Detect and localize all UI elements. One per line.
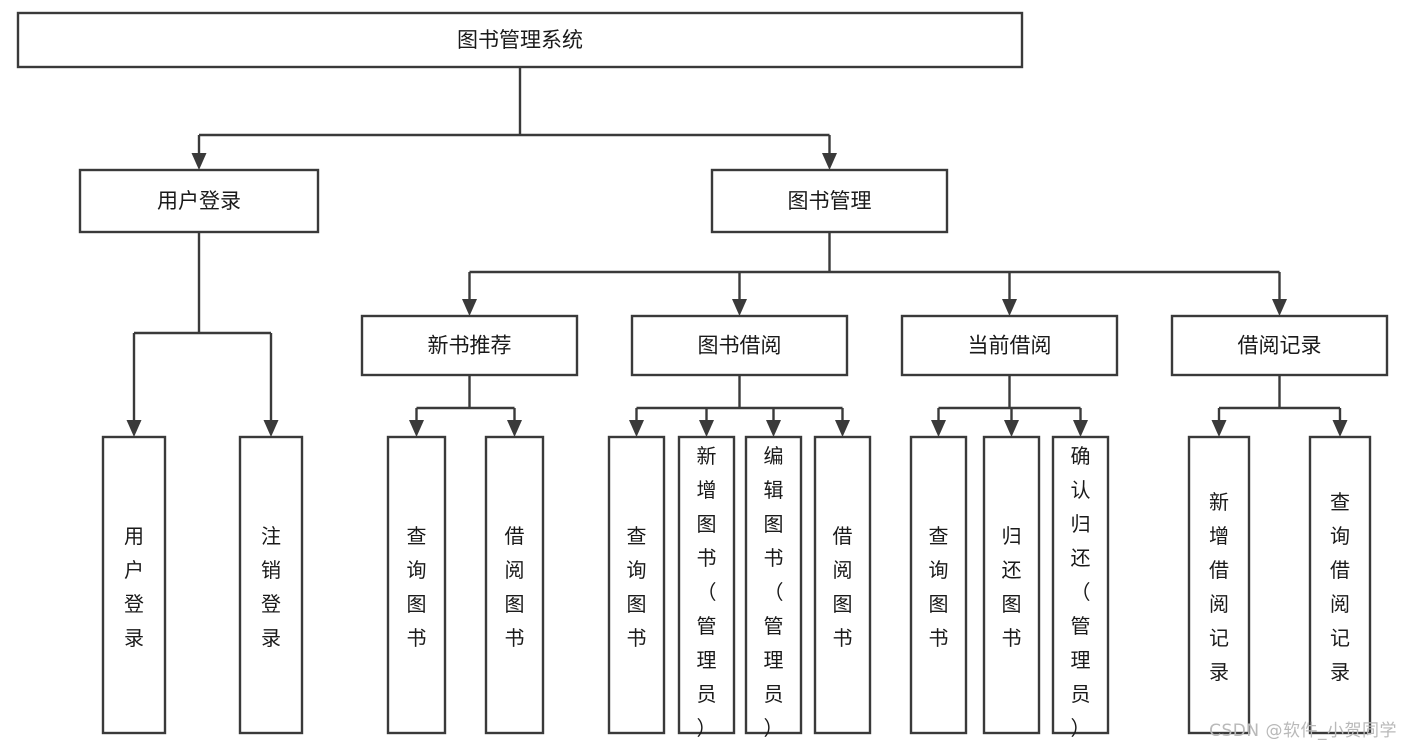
node-leaf-query-book-3-box[interactable] (909, 435, 968, 735)
node-leaf-edit-book-box[interactable] (744, 435, 803, 735)
arrow-head-icon (191, 153, 207, 170)
arrow-head-icon (409, 420, 424, 437)
node-book-manage-box[interactable] (710, 168, 949, 234)
node-leaf-borrow-book-2[interactable]: 借阅图书 (813, 435, 872, 735)
node-leaf-query-book-3-label: 查询图书 (929, 524, 949, 650)
node-root-label: 图书管理系统 (457, 28, 583, 52)
node-leaf-query-book-2-box[interactable] (607, 435, 666, 735)
node-root-box[interactable] (16, 11, 1024, 69)
node-leaf-query-book-1-box[interactable] (386, 435, 447, 735)
node-leaf-logout-box[interactable] (238, 435, 304, 735)
node-user-login-box[interactable] (78, 168, 320, 234)
arrow-head-icon (822, 153, 837, 170)
node-leaf-user-login[interactable]: 用户登录 (101, 435, 167, 735)
node-leaf-query-book-1[interactable]: 查询图书 (386, 435, 447, 735)
arrow-head-icon (835, 420, 850, 437)
node-leaf-query-book-2[interactable]: 查询图书 (607, 435, 666, 735)
node-current-borrow-box[interactable] (900, 314, 1119, 377)
node-leaf-confirm-return-box[interactable] (1051, 435, 1110, 735)
arrow-head-icon (507, 420, 522, 437)
node-leaf-borrow-book-1-label: 借阅图书 (505, 524, 525, 650)
node-user-login-label: 用户登录 (157, 189, 241, 213)
arrow-head-icon (699, 420, 714, 437)
node-book-manage[interactable]: 图书管理 (710, 168, 949, 234)
arrow-head-icon (126, 420, 142, 437)
node-leaf-return-book[interactable]: 归还图书 (982, 435, 1041, 735)
arrow-head-icon (732, 299, 747, 316)
connectors-layer (126, 67, 1348, 437)
node-book-borrow-label: 图书借阅 (698, 334, 782, 358)
node-leaf-logout-label: 注销登录 (261, 524, 281, 650)
node-borrow-record-label: 借阅记录 (1238, 334, 1322, 358)
node-leaf-add-record-box[interactable] (1187, 435, 1251, 735)
node-user-login[interactable]: 用户登录 (78, 168, 320, 234)
arrow-head-icon (1004, 420, 1019, 437)
arrow-head-icon (629, 420, 644, 437)
node-new-book-rec-label: 新书推荐 (428, 334, 512, 358)
node-leaf-add-book-label: 新增图书（管理员） (697, 444, 717, 740)
node-leaf-query-book-1-label: 查询图书 (407, 524, 427, 650)
node-leaf-add-book-box[interactable] (677, 435, 736, 735)
node-leaf-user-login-label: 用户登录 (124, 524, 144, 650)
node-leaf-borrow-book-2-box[interactable] (813, 435, 872, 735)
arrow-head-icon (462, 299, 477, 316)
arrow-head-icon (1073, 420, 1088, 437)
node-leaf-edit-book-label: 编辑图书（管理员） (764, 444, 784, 740)
node-leaf-confirm-return-label: 确认归还（管理员） (1071, 444, 1091, 740)
nodes-layer: 图书管理系统用户登录图书管理新书推荐图书借阅当前借阅借阅记录用户登录注销登录查询… (16, 11, 1389, 740)
node-leaf-edit-book[interactable]: 编辑图书（管理员） (744, 435, 803, 740)
node-leaf-return-book-box[interactable] (982, 435, 1041, 735)
node-leaf-query-record-label: 查询借阅记录 (1330, 490, 1350, 684)
node-leaf-borrow-book-2-label: 借阅图书 (833, 524, 853, 650)
arrow-head-icon (1332, 420, 1348, 437)
node-leaf-logout[interactable]: 注销登录 (238, 435, 304, 735)
arrow-head-icon (1002, 299, 1017, 316)
node-leaf-query-book-3[interactable]: 查询图书 (909, 435, 968, 735)
node-leaf-add-book[interactable]: 新增图书（管理员） (677, 435, 736, 740)
node-leaf-add-record[interactable]: 新增借阅记录 (1187, 435, 1251, 735)
node-borrow-record[interactable]: 借阅记录 (1170, 314, 1389, 377)
node-root[interactable]: 图书管理系统 (16, 11, 1024, 69)
arrow-head-icon (1211, 420, 1227, 437)
node-current-borrow-label: 当前借阅 (968, 334, 1052, 358)
node-new-book-rec-box[interactable] (360, 314, 579, 377)
node-leaf-borrow-book-1[interactable]: 借阅图书 (484, 435, 545, 735)
arrow-head-icon (1272, 299, 1287, 316)
node-book-manage-label: 图书管理 (788, 189, 872, 213)
node-leaf-query-record[interactable]: 查询借阅记录 (1308, 435, 1372, 735)
node-book-borrow[interactable]: 图书借阅 (630, 314, 849, 377)
node-leaf-return-book-label: 归还图书 (1002, 524, 1022, 650)
node-book-borrow-box[interactable] (630, 314, 849, 377)
node-leaf-borrow-book-1-box[interactable] (484, 435, 545, 735)
node-leaf-confirm-return[interactable]: 确认归还（管理员） (1051, 435, 1110, 740)
node-leaf-user-login-box[interactable] (101, 435, 167, 735)
arrow-head-icon (766, 420, 781, 437)
arrow-head-icon (931, 420, 946, 437)
node-leaf-add-record-label: 新增借阅记录 (1209, 490, 1229, 684)
node-leaf-query-record-box[interactable] (1308, 435, 1372, 735)
node-leaf-query-book-2-label: 查询图书 (627, 524, 647, 650)
arrow-head-icon (263, 420, 279, 437)
node-borrow-record-box[interactable] (1170, 314, 1389, 377)
node-current-borrow[interactable]: 当前借阅 (900, 314, 1119, 377)
node-new-book-rec[interactable]: 新书推荐 (360, 314, 579, 377)
